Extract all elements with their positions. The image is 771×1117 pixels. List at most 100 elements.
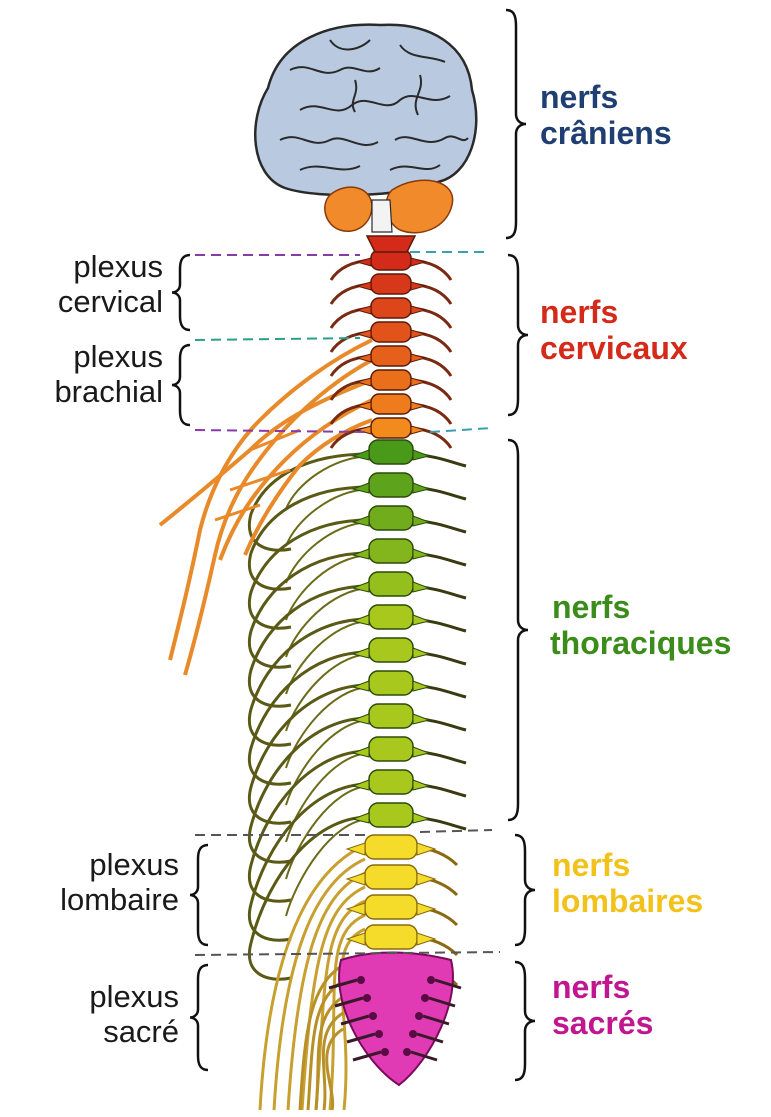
thoracic-nerve-left: [249, 553, 369, 667]
vertebra-process: [417, 903, 435, 915]
thoracic-nerve-left: [249, 586, 369, 706]
vertebra-process: [411, 426, 425, 434]
label-nerfs-lombaires: nerfs lombaires: [552, 848, 703, 920]
vertebra-process: [413, 780, 429, 790]
label-plexus-sacre: plexus sacré: [89, 980, 179, 1049]
vertebra-process: [413, 813, 429, 823]
thoracic-vertebra: [369, 605, 413, 629]
cervical-vertebra: [371, 394, 411, 414]
sacral-foramen: [409, 1030, 417, 1038]
sacral-foramen: [415, 1012, 423, 1020]
thoracic-nerve-left-branch: [286, 720, 369, 805]
label-line: nerfs: [552, 590, 731, 626]
vertebra-process: [413, 549, 429, 559]
dash-plexus-brachial-bottom: [195, 430, 365, 432]
vertebra-process: [413, 483, 429, 493]
vertebra-process: [411, 378, 425, 386]
vertebra-process: [417, 933, 435, 945]
vertebra-process: [413, 714, 429, 724]
vertebra-process: [413, 450, 429, 460]
bracket-sacral: [515, 962, 535, 1080]
label-line: sacrés: [552, 1006, 653, 1042]
label-nerfs-craniens: nerfs crâniens: [540, 80, 672, 152]
cerebrum: [255, 25, 476, 195]
bracket-lumbar: [515, 835, 535, 945]
label-line: plexus: [89, 980, 179, 1015]
thoracic-vertebra: [369, 539, 413, 563]
label-nerfs-thoraciques: nerfs thoraciques: [552, 590, 731, 662]
vertebra-process: [411, 306, 425, 314]
sacral-foramen: [381, 1048, 389, 1056]
bracket-thoracic: [508, 440, 528, 820]
label-line: sacré: [89, 1015, 179, 1050]
thoracic-nerve-left: [249, 784, 369, 940]
thoracic-vertebra: [369, 440, 413, 464]
label-line: crâniens: [540, 116, 672, 152]
label-plexus-brachial: plexus brachial: [54, 340, 163, 409]
label-plexus-lombaire: plexus lombaire: [60, 848, 179, 917]
cervical-vertebra: [371, 418, 411, 438]
sacral-foramen: [375, 1030, 383, 1038]
vertebra-process: [417, 873, 435, 885]
vertebra-process: [357, 306, 371, 314]
vertebra-process: [413, 747, 429, 757]
sacral-foramen: [427, 976, 435, 984]
thoracic-vertebra: [369, 803, 413, 827]
thoracic-vertebra: [369, 572, 413, 596]
bracket-cervical: [508, 255, 528, 415]
bracket-plexus-brachial: [172, 345, 190, 425]
label-line: nerfs: [552, 970, 653, 1006]
label-line: cervical: [58, 285, 163, 320]
bracket-plexus-lombaire: [190, 845, 208, 945]
brain: [255, 25, 476, 233]
vertebra-process: [357, 354, 371, 362]
vertebra-process: [411, 282, 425, 290]
vertebra-process: [357, 282, 371, 290]
label-plexus-cervical: plexus cervical: [58, 250, 163, 319]
thoracic-vertebra: [369, 737, 413, 761]
bracket-cranial: [506, 10, 526, 238]
vertebra-process: [413, 681, 429, 691]
sacral-foramen: [363, 994, 371, 1002]
label-line: nerfs: [540, 295, 688, 331]
sacrum: [329, 953, 461, 1086]
label-line: lombaire: [60, 883, 179, 918]
cervical-vertebra: [371, 298, 411, 318]
lumbar-vertebra: [365, 895, 417, 919]
label-line: nerfs: [552, 848, 703, 884]
vertebra-process: [413, 648, 429, 658]
vertebral-column: [331, 236, 466, 985]
thoracic-nerve-left: [249, 454, 369, 550]
label-line: cervicaux: [540, 331, 688, 367]
label-line: brachial: [54, 375, 163, 410]
thoracic-nerve-left-branch: [286, 819, 369, 916]
thoracic-vertebra: [369, 506, 413, 530]
vertebra-process: [413, 582, 429, 592]
cervical-vertebra: [371, 250, 411, 270]
cervical-vertebra: [371, 322, 411, 342]
brainstem: [372, 200, 392, 232]
vertebra-process: [413, 615, 429, 625]
cerebellum-right: [386, 180, 452, 232]
cerebellum-left: [325, 187, 372, 231]
vertebra-process: [411, 330, 425, 338]
sacral-foramen: [403, 1048, 411, 1056]
vertebra-process: [357, 258, 371, 266]
bracket-plexus-cervical: [172, 255, 190, 330]
lumbar-vertebra: [365, 925, 417, 949]
atlas-vertebra: [367, 236, 415, 252]
cervical-vertebra: [371, 370, 411, 390]
dash-plexus-boundary: [195, 338, 360, 340]
brachial-plexus-nerve: [220, 400, 372, 560]
label-line: nerfs: [540, 80, 672, 116]
sacral-plexus-nerve: [327, 1029, 343, 1110]
dash-cervical-bottom-right: [430, 428, 492, 432]
vertebra-process: [357, 330, 371, 338]
sacral-foramen: [357, 976, 365, 984]
label-nerfs-sacres: nerfs sacrés: [552, 970, 653, 1042]
thoracic-vertebra: [369, 671, 413, 695]
thoracic-vertebra: [369, 704, 413, 728]
vertebra-process: [411, 402, 425, 410]
thoracic-vertebra: [369, 638, 413, 662]
